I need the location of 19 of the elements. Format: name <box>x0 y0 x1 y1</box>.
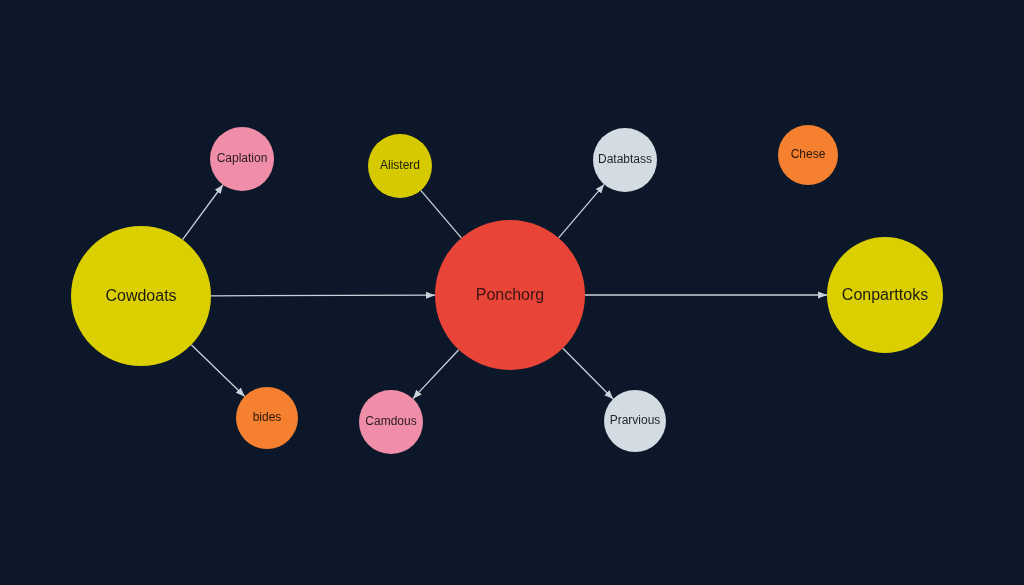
arrow <box>558 183 605 239</box>
node-label: Camdous <box>365 415 417 429</box>
node-label: Caplation <box>216 152 268 166</box>
node-label: Ponchorg <box>475 285 545 305</box>
arrow <box>210 291 436 299</box>
node-label: bides <box>252 411 282 425</box>
circle-node <box>359 390 423 454</box>
arrow <box>584 291 828 299</box>
node-label: Prarvious <box>609 414 661 428</box>
arrow <box>181 184 224 241</box>
circle-node <box>778 125 838 185</box>
arrow <box>412 349 460 400</box>
arrow <box>190 344 246 398</box>
arrow <box>562 347 614 400</box>
node-label: Databtass <box>598 153 652 167</box>
node-label: Conparttoks <box>841 285 929 305</box>
node-label: Chese <box>790 148 826 162</box>
node-label: Alisterd <box>380 159 420 173</box>
node-label: Cowdoats <box>105 286 177 306</box>
